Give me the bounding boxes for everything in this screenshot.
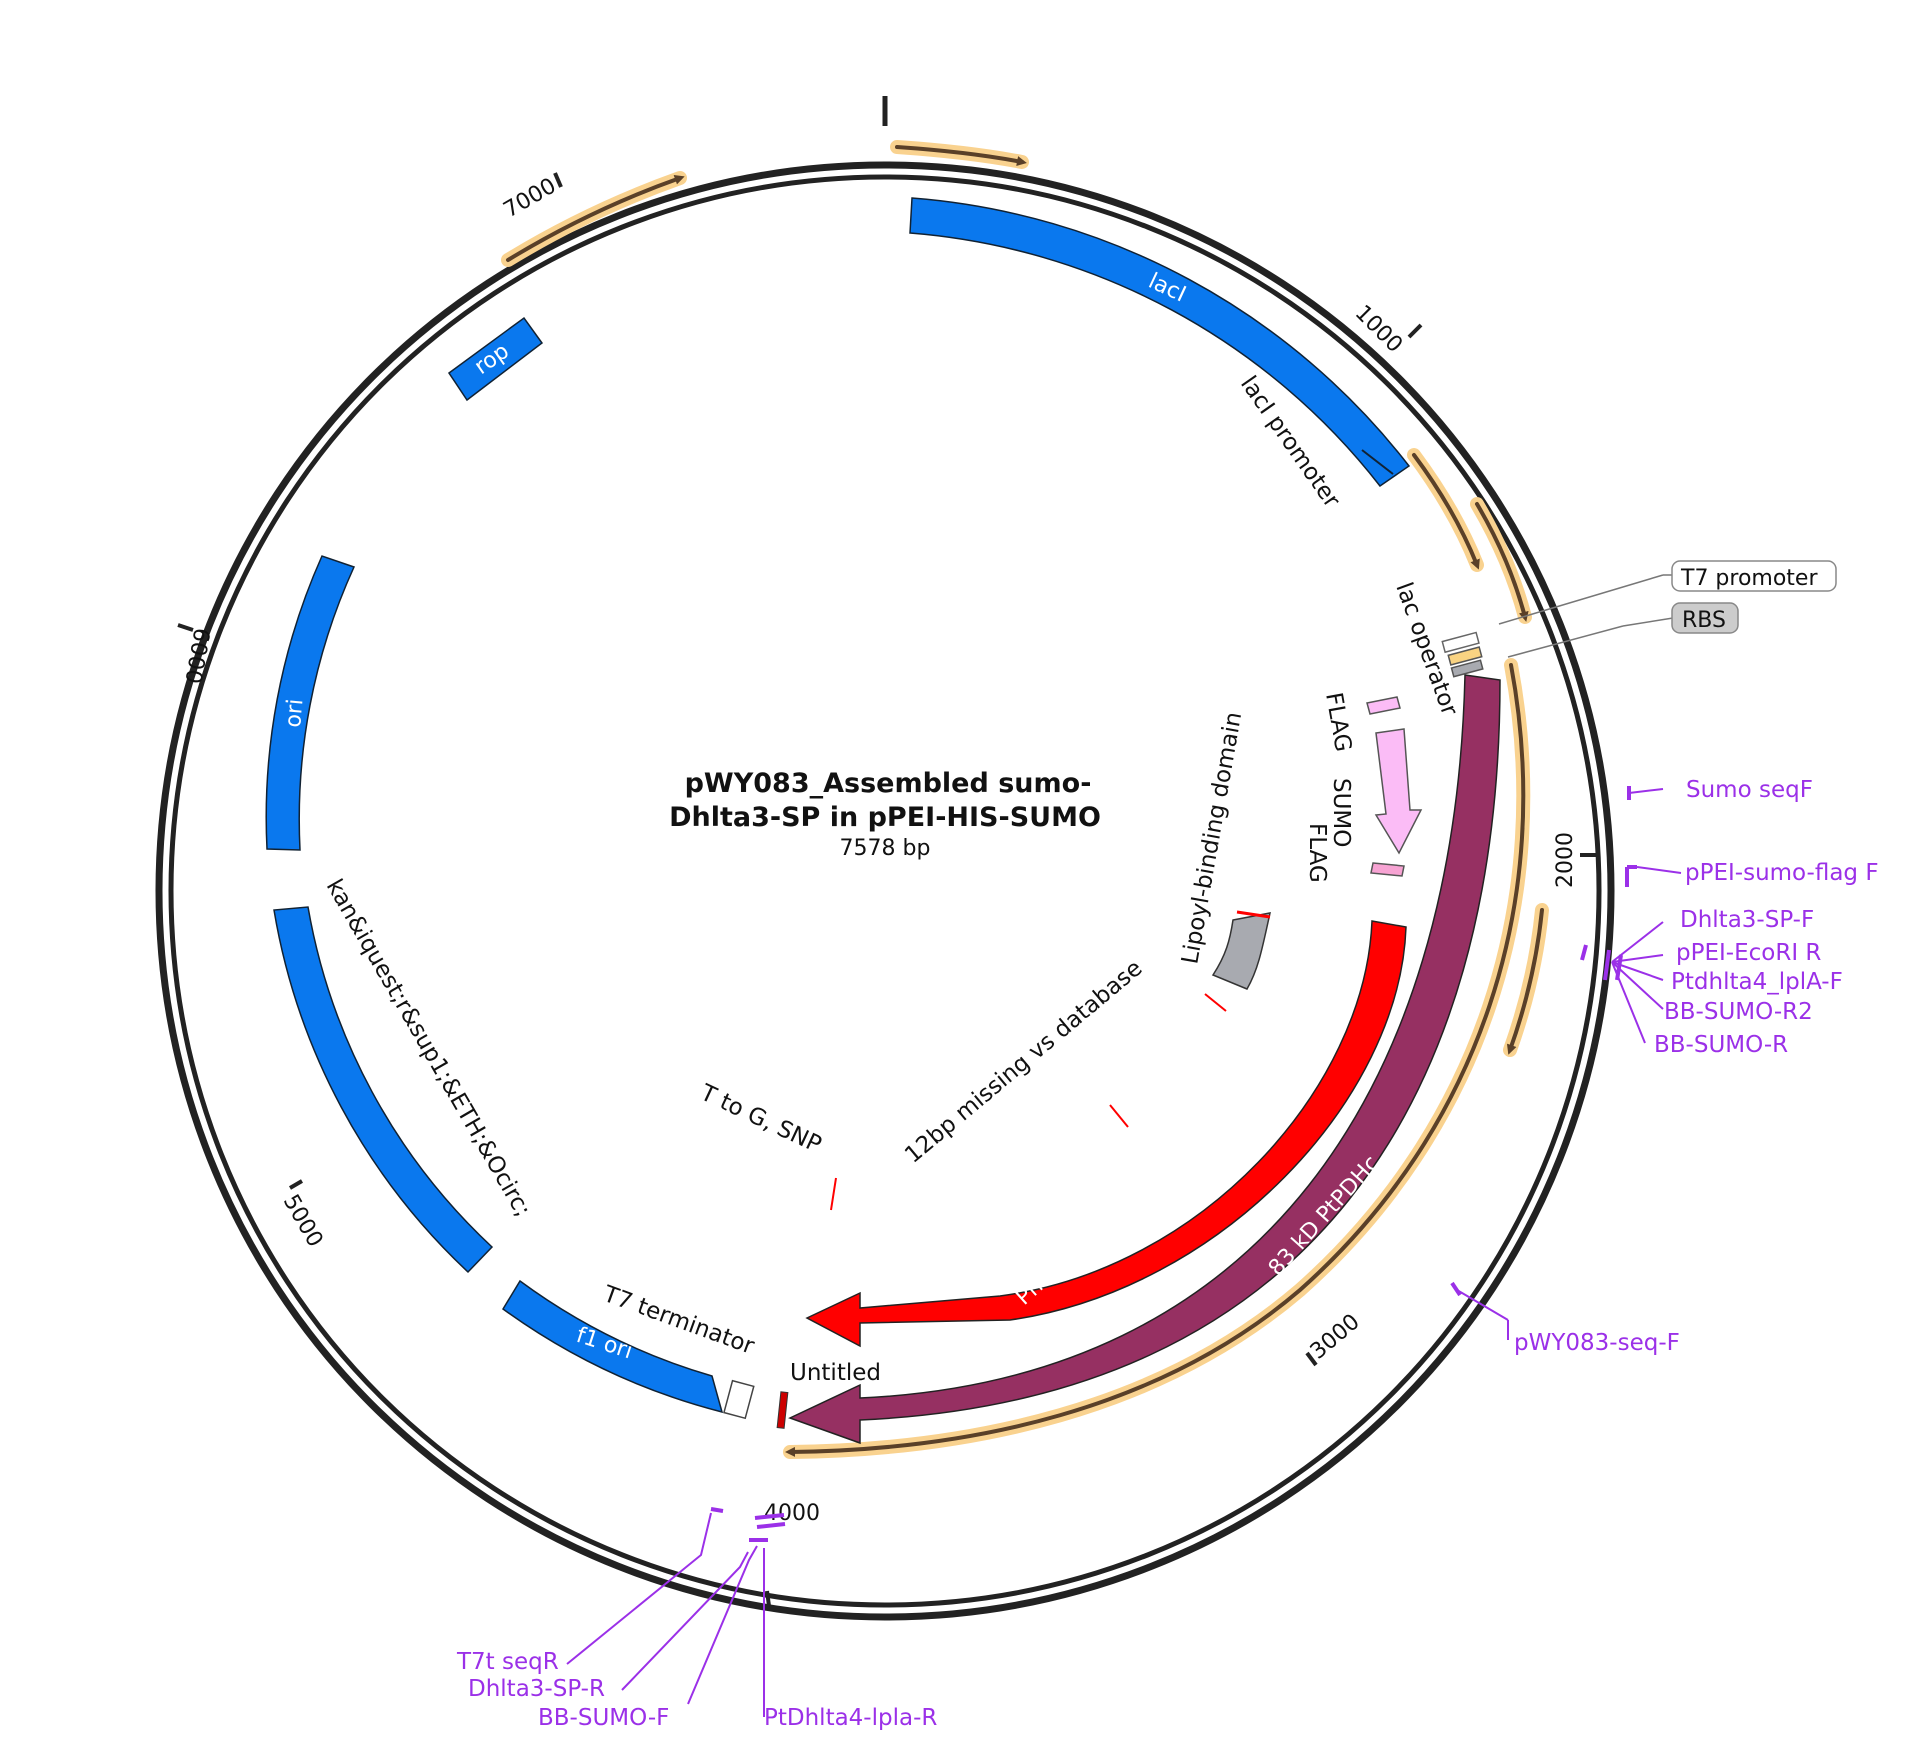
f1ori-feature [502, 1279, 724, 1414]
laci-feature [909, 197, 1411, 488]
plasmid-length: 7578 bp [840, 836, 931, 861]
primer-bb-sumo-r2-label: BB-SUMO-R2 [1664, 999, 1813, 1025]
t7-promoter-box-label: T7 promoter [1680, 566, 1818, 591]
snp-label: T to G, SNP [696, 1079, 826, 1158]
lac-operator-mark [1447, 646, 1483, 666]
primer-ptdhlta4-lpla-r-label: PtDhlta4-lpla-R [764, 1705, 937, 1731]
rop-feature [447, 316, 544, 402]
primer-ppei-ecori-r-label: pPEI-EcoRI R [1676, 940, 1821, 966]
orange-arrow-laci-promoter [1407, 448, 1484, 572]
t7-terminator-mark [723, 1379, 755, 1420]
tick-label-4000: 4000 [764, 1501, 820, 1526]
primer-bb-sumo-f-label: BB-SUMO-F [538, 1705, 669, 1731]
tick-label-7000: 7000 [500, 174, 561, 224]
sumo-arrow-feature [1374, 728, 1423, 855]
flag-top-label: FLAG [1320, 691, 1356, 754]
kan-feature [273, 906, 494, 1274]
orange-arrows [501, 140, 1549, 1459]
tick-label-5000: 5000 [278, 1191, 328, 1252]
untitled-label: Untitled [790, 1360, 881, 1386]
flag-bottom-feature [1370, 862, 1405, 877]
t7-promoter-mark [1441, 631, 1480, 654]
lipoyl-feature [1211, 912, 1271, 990]
primer-sumo-seqf-label: Sumo seqF [1686, 777, 1813, 803]
orange-arrow-7000 [501, 171, 687, 267]
primer-marks [566, 786, 1682, 1717]
orange-arrow-long [783, 658, 1531, 1459]
sumo-label: SUMO [1328, 778, 1354, 847]
phatr-feature [805, 920, 1407, 1348]
callouts: T7 promoter RBS [1498, 560, 1837, 658]
small-features [723, 631, 1484, 1429]
tick-label-6000: 6000 [179, 626, 213, 685]
tick-marks [177, 172, 1596, 1607]
tick-label-1000: 1000 [1350, 301, 1407, 358]
primer-ptdhlta4-lpla-f-label: Ptdhlta4_lplA-F [1671, 969, 1843, 995]
primer-bb-sumo-r-label: BB-SUMO-R [1654, 1032, 1788, 1058]
untitled-mark [776, 1391, 789, 1429]
primer-pwy083-seq-f-label: pWY083-seq-F [1514, 1330, 1680, 1356]
orange-arrow-top [890, 140, 1029, 169]
kan-label: kan&iquest;r&sup1;&ETH;&Ocirc; [321, 875, 536, 1221]
ori-label: ori [281, 698, 308, 729]
orange-arrow-right-2 [1503, 903, 1549, 1057]
rbs-box [1671, 602, 1739, 634]
tick-label-2000: 2000 [1553, 832, 1578, 888]
orange-arrow-right-1 [1470, 497, 1532, 624]
rbs-mark [1450, 659, 1484, 678]
tick-label-3000: 3000 [1306, 1309, 1365, 1364]
backbone-outer-ring [155, 161, 1615, 1621]
primer-ppei-sumo-flag-f-label: pPEI-sumo-flag F [1685, 860, 1879, 886]
plasmid-title-line1: pWY083_Assembled sumo- [685, 768, 1092, 799]
snp-marks [830, 993, 1227, 1211]
backbone [155, 96, 1615, 1621]
primer-dhlta3-sp-r-label: Dhlta3-SP-R [468, 1676, 605, 1702]
plasmid-title-line2: Dhlta3-SP in pPEI-HIS-SUMO [669, 802, 1101, 833]
primer-t7t-seqr-label: T7t seqR [456, 1649, 559, 1675]
ori-feature [265, 555, 356, 851]
rbs-box-label: RBS [1682, 608, 1726, 633]
t7-promoter-box [1671, 560, 1837, 592]
flag-bottom-label: FLAG [1304, 823, 1330, 883]
flag-top-feature [1366, 696, 1401, 715]
blue-features [265, 197, 1411, 1414]
primer-dhlta3-sp-f-label: Dhlta3-SP-F [1680, 907, 1814, 933]
missing12-label: 12bp missing vs database [900, 955, 1147, 1168]
pdhc-feature [788, 674, 1501, 1445]
backbone-inner-ring [168, 174, 1602, 1608]
